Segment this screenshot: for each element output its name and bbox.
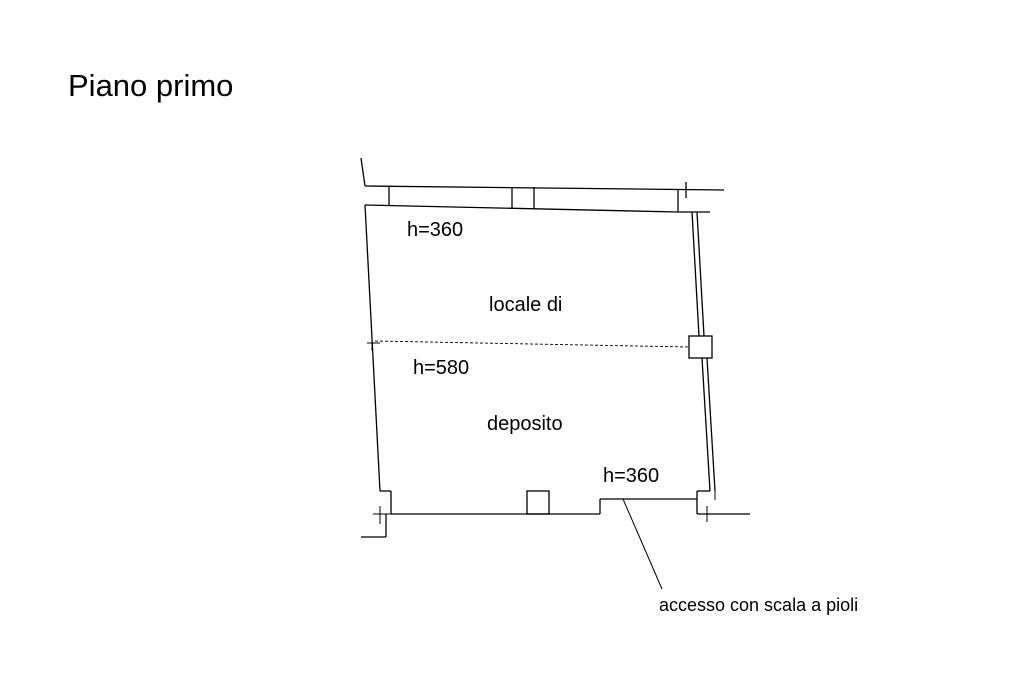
room-name-line2: deposito	[487, 413, 563, 435]
height-label-middle: h=580	[413, 357, 470, 379]
left-wall	[361, 204, 392, 538]
bottom-wall	[391, 490, 697, 515]
level-change-line	[374, 340, 690, 348]
height-label-top: h=360	[407, 219, 464, 241]
right-wall	[688, 211, 750, 522]
height-label-bottom: h=360	[603, 465, 660, 487]
access-leader-line	[622, 498, 663, 590]
page-title: Piano primo	[68, 68, 234, 103]
access-note: accesso con scala a pioli	[659, 595, 859, 615]
top-wall	[360, 157, 725, 213]
room-name-line1: locale di	[489, 294, 563, 316]
